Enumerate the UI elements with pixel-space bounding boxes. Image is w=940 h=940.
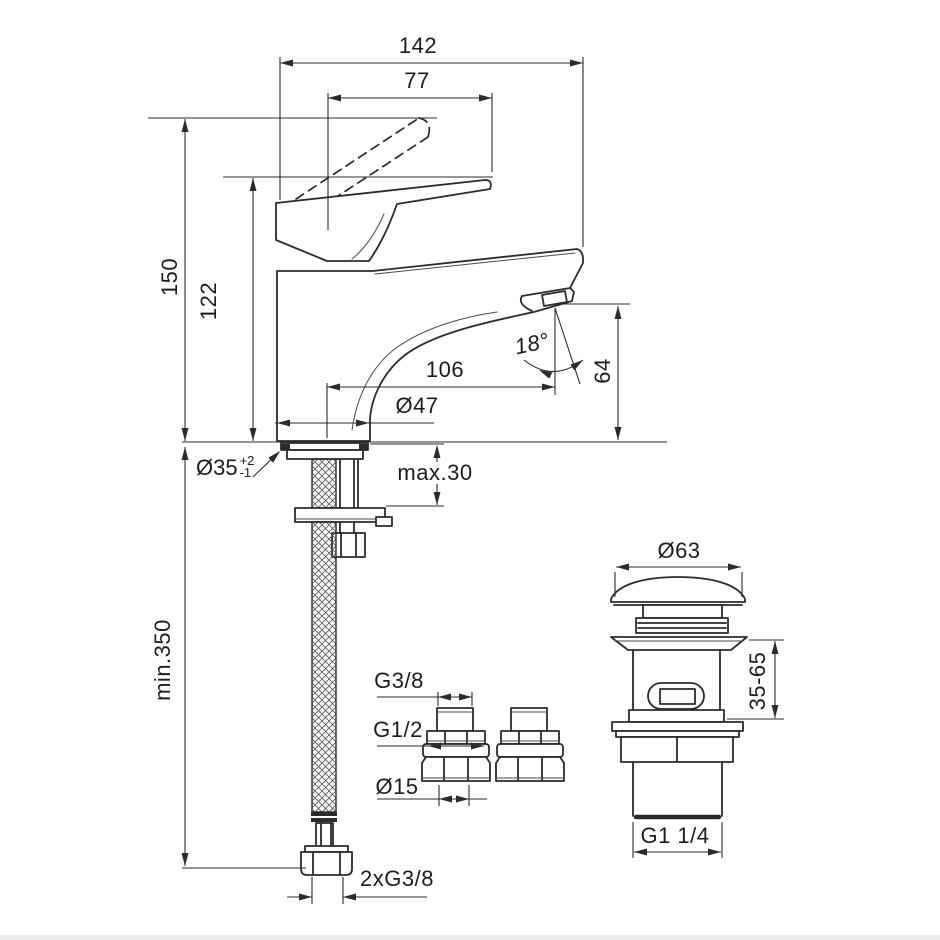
lever-raised-dashed — [295, 117, 431, 216]
mounting-nut — [331, 532, 366, 558]
aerator — [519, 287, 571, 312]
adapter-fitting-left — [421, 707, 491, 782]
lever-handle — [275, 179, 492, 262]
faucet-body — [276, 248, 584, 442]
adapter-fitting-right — [495, 707, 565, 782]
supply-hose — [300, 521, 353, 876]
supply-hose-upper — [311, 458, 337, 509]
hose-end-nut — [300, 851, 353, 876]
mounting-washer — [294, 507, 386, 523]
faucet-front-view — [275, 117, 584, 876]
mounting-hardware — [280, 442, 393, 558]
adapter-fittings — [421, 707, 565, 782]
waste-cap — [610, 576, 746, 603]
pop-up-waste-view — [610, 576, 748, 820]
waste-flange — [610, 636, 748, 651]
dimension-lines — [148, 57, 784, 904]
page-bottom-divider — [0, 935, 940, 940]
